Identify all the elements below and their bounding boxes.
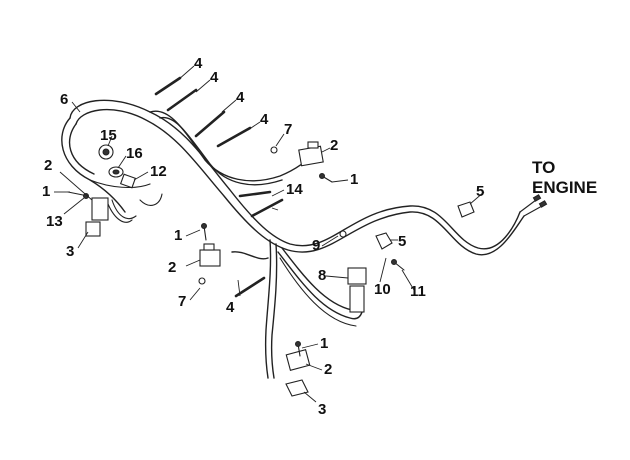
callout-9: 9	[312, 237, 320, 254]
callout-16: 16	[126, 145, 143, 162]
relay-upper	[298, 141, 324, 167]
callout-2: 2	[44, 157, 52, 174]
cable-ties	[154, 76, 284, 298]
callout-1: 1	[350, 171, 358, 188]
connector	[347, 267, 367, 313]
callout-numbers: 4 4 4 4 6 15 7 2 16 2 12 1 1 14 5 13 1 9…	[42, 55, 484, 418]
callout-15: 15	[100, 127, 117, 144]
callout-2: 2	[324, 361, 332, 378]
destination-line2: ENGINE	[532, 178, 597, 197]
callout-4: 4	[194, 55, 203, 72]
callout-5: 5	[398, 233, 406, 250]
callout-2: 2	[330, 137, 338, 154]
fasteners	[67, 146, 405, 357]
relay-left	[85, 197, 109, 237]
leader-lines	[54, 65, 485, 403]
callout-11: 11	[410, 283, 426, 300]
key-switch	[98, 144, 137, 189]
callout-7: 7	[284, 121, 292, 138]
callout-4: 4	[260, 111, 269, 128]
callout-12: 12	[150, 163, 167, 180]
callout-4: 4	[210, 69, 219, 86]
callout-1: 1	[320, 335, 328, 352]
relay-middle	[199, 243, 221, 267]
callout-10: 10	[374, 281, 391, 298]
callout-1: 1	[42, 183, 50, 200]
destination-line1: TO	[532, 158, 555, 177]
engine-plugs	[519, 194, 548, 217]
callout-3: 3	[318, 401, 326, 418]
callout-6: 6	[60, 91, 68, 108]
callout-8: 8	[318, 267, 326, 284]
destination-label: TO ENGINE	[532, 158, 597, 197]
wiring-harness	[61, 99, 525, 379]
callout-3: 3	[66, 243, 74, 260]
relay-lower	[285, 349, 311, 397]
callout-14: 14	[286, 181, 303, 198]
callout-5: 5	[476, 183, 484, 200]
callout-13: 13	[46, 213, 63, 230]
callout-4: 4	[226, 299, 235, 316]
callout-4: 4	[236, 89, 245, 106]
callout-7: 7	[178, 293, 186, 310]
callout-2: 2	[168, 259, 176, 276]
callout-1: 1	[174, 227, 182, 244]
harness-clamp	[375, 201, 475, 250]
